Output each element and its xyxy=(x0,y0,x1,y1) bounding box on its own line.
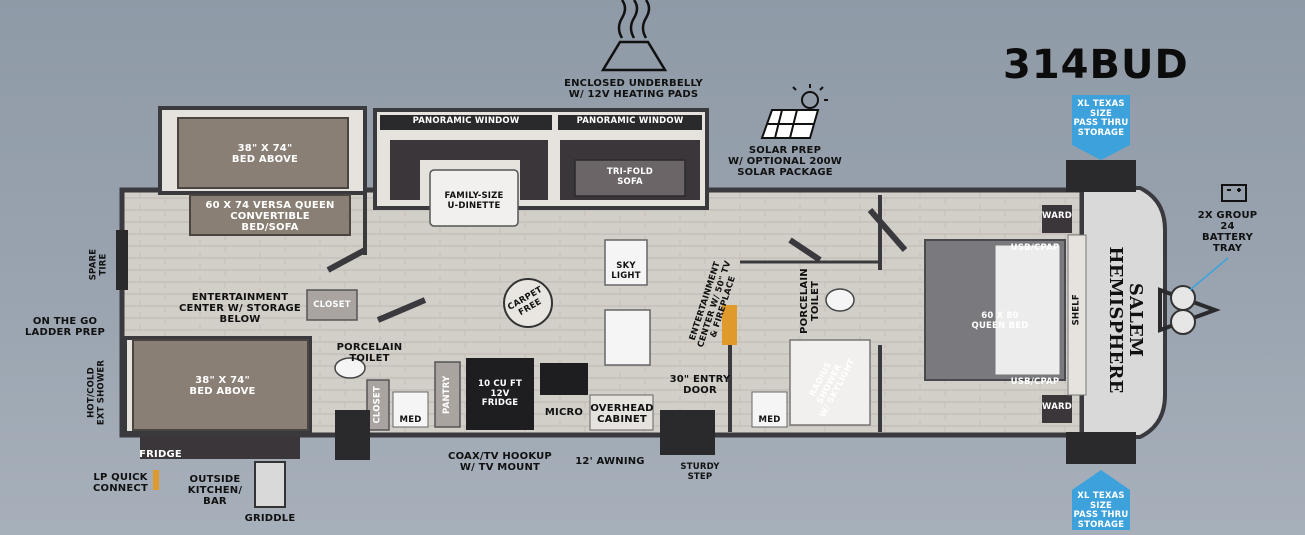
closet-1-label: CLOSET xyxy=(313,300,351,310)
kitchen-sink xyxy=(604,309,651,366)
spare-tire-box xyxy=(116,230,128,290)
overhead-cabinet-box xyxy=(589,394,654,431)
storage-arrow-bottom xyxy=(1072,470,1130,530)
med-2-label: MED xyxy=(758,415,781,425)
usb-top-label: USB/CPAP xyxy=(1010,243,1060,253)
porcelain-toilet-2-label: PORCELAIN TOILET xyxy=(799,268,821,334)
skylight-box xyxy=(604,239,648,286)
storage-arrow-top xyxy=(1072,95,1130,160)
storage-bay-bottom xyxy=(1066,432,1136,464)
usb-bottom-label: USB/CPAP xyxy=(1010,377,1060,387)
fridge-outside-label: FRIDGE xyxy=(139,449,182,460)
griddle-label: GRIDDLE xyxy=(244,513,296,524)
ward-bottom-label: WARD xyxy=(1042,402,1072,412)
med-1-box xyxy=(392,391,429,428)
entry-door-label: 30" ENTRY DOOR xyxy=(669,374,731,396)
micro-label: MICRO xyxy=(544,407,584,418)
sofa-label: TRI-FOLD SOFA xyxy=(606,167,654,187)
solar-icon xyxy=(760,84,828,139)
pantry-label: PANTRY xyxy=(441,375,452,414)
toilet-2 xyxy=(825,288,855,312)
toilet-1 xyxy=(334,357,366,379)
overhead-cabinet-label: OVERHEAD CABINET xyxy=(590,403,654,425)
dinette-seat xyxy=(390,140,548,200)
closet-2-label: CLOSET xyxy=(372,386,383,424)
underbelly-label: ENCLOSED UNDERBELLY W/ 12V HEATING PADS xyxy=(564,78,703,100)
pantry-box xyxy=(434,361,461,428)
griddle-box xyxy=(254,461,286,508)
battery-icon xyxy=(1221,184,1247,202)
outside-step-left xyxy=(335,410,370,460)
carpet-free-badge xyxy=(503,278,553,328)
window-2 xyxy=(558,115,702,130)
panoramic-window-2-label: PANORAMIC WINDOW xyxy=(576,116,684,126)
entry-step xyxy=(660,410,715,455)
versa-queen-label: 60 X 74 VERSA QUEEN CONVERTIBLE BED/SOFA xyxy=(205,200,335,233)
spare-tire-label: SPARE TIRE xyxy=(88,248,109,281)
dinette-table xyxy=(429,169,519,227)
panoramic-window-1-label: PANORAMIC WINDOW xyxy=(412,116,520,126)
shelf-label: SHELF xyxy=(1071,294,1082,326)
bed-above-top-label: 38" X 74" BED ABOVE xyxy=(231,143,299,165)
storage-bottom-label: XL TEXAS SIZE PASS THRU STORAGE xyxy=(1073,491,1129,530)
closet-2-box xyxy=(366,379,390,431)
outside-kitchen-box xyxy=(140,437,300,459)
propane-tank-2 xyxy=(1170,309,1196,335)
porcelain-toilet-1-label: PORCELAIN TOILET xyxy=(336,342,403,364)
ward-top-label: WARD xyxy=(1042,211,1072,221)
queen-bed-label: 60 X 80 QUEEN BED xyxy=(971,311,1029,331)
versa-queen-sofa xyxy=(189,194,351,236)
ward-bottom-box xyxy=(1042,395,1072,423)
ext-shower-label: HOT/COLD EXT SHOWER xyxy=(86,359,107,426)
micro-box xyxy=(540,363,588,395)
step-label: STURDY STEP xyxy=(680,462,720,482)
med-2-box xyxy=(751,391,788,428)
lp-connect-marker xyxy=(153,470,159,490)
heating-icon xyxy=(600,0,668,72)
sofa-seat xyxy=(574,159,686,197)
bed-above-bottom-label: 38" X 74" BED ABOVE xyxy=(189,375,256,397)
bed-above-top xyxy=(177,117,349,189)
skylight-label: SKY LIGHT xyxy=(611,261,641,281)
coax-label: COAX/TV HOOKUP W/ TV MOUNT xyxy=(448,451,552,473)
outside-kitchen-label: OUTSIDE KITCHEN/ BAR xyxy=(187,474,243,507)
ladder-prep-label: ON THE GO LADDER PREP xyxy=(24,316,106,338)
battery-label: 2X GROUP 24 BATTERY TRAY xyxy=(1197,210,1258,254)
med-1-label: MED xyxy=(399,415,422,425)
front-cap xyxy=(1080,186,1167,439)
model-number: 314BUD xyxy=(1003,42,1189,88)
storage-top-label: XL TEXAS SIZE PASS THRU STORAGE xyxy=(1073,99,1129,138)
window-1 xyxy=(380,115,552,130)
ward-top-box xyxy=(1042,205,1072,233)
closet-1-box xyxy=(306,289,358,321)
bed-above-bottom xyxy=(132,339,309,431)
awning-label: 12' AWNING xyxy=(575,456,645,467)
entertainment-left-label: ENTERTAINMENT CENTER W/ STORAGE BELOW xyxy=(179,292,301,325)
fridge-box xyxy=(466,358,534,430)
fireplace xyxy=(722,305,737,345)
dinette-label: FAMILY-SIZE U-DINETTE xyxy=(444,191,504,211)
brand-logo: SALEM HEMISPHERE xyxy=(1105,246,1146,394)
bed-pillows xyxy=(994,244,1061,376)
storage-bay-top xyxy=(1066,160,1136,192)
shelf-box xyxy=(1067,234,1087,396)
lp-connect-label: LP QUICK CONNECT xyxy=(93,472,148,494)
solar-label: SOLAR PREP W/ OPTIONAL 200W SOLAR PACKAG… xyxy=(727,145,843,178)
fridge-inside-label: 10 CU FT 12V FRIDGE xyxy=(477,379,523,408)
radius-shower-box xyxy=(789,339,871,426)
